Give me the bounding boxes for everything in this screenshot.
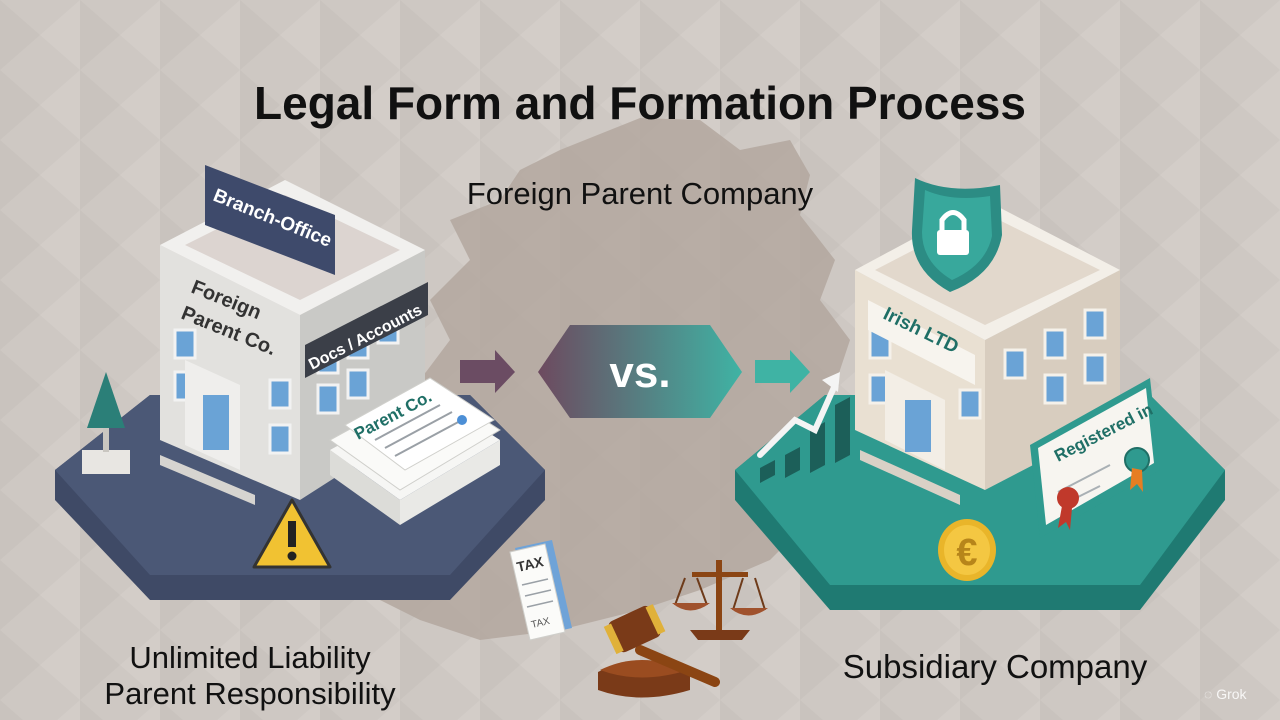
vs-label: vs. xyxy=(609,348,670,397)
watermark: ◌ Grok xyxy=(1204,686,1247,702)
warning-icon xyxy=(252,498,332,569)
branch-office-sign xyxy=(205,165,335,275)
branch-office-illustration: Branch-Office Foreign Parent Co. Docs / … xyxy=(55,165,545,600)
center-label: Foreign Parent Company xyxy=(466,176,814,211)
tree-base xyxy=(82,450,130,474)
docs-accounts-panel xyxy=(305,282,428,378)
tax-document-icon: TAX TAX xyxy=(509,540,572,641)
tax-text: TAX xyxy=(515,553,546,575)
left-arrow xyxy=(460,350,515,393)
scales-of-justice-icon xyxy=(672,560,768,640)
lock-shield-icon xyxy=(911,178,1002,292)
left-caption: Unlimited Liability Parent Responsibilit… xyxy=(60,640,440,712)
left-caption-line-1: Unlimited Liability xyxy=(129,640,371,675)
irish-ltd-panel xyxy=(868,300,975,385)
page-title: Legal Form and Formation Process xyxy=(254,77,1026,129)
right-caption: Subsidiary Company xyxy=(842,648,1148,685)
tax-text-bottom: TAX xyxy=(530,616,551,631)
growth-chart-icon xyxy=(757,372,850,483)
tree-icon xyxy=(87,372,125,428)
left-caption-line-2: Parent Responsibility xyxy=(104,676,396,711)
right-arrow xyxy=(755,350,810,393)
gavel-icon xyxy=(598,604,720,698)
watermark-icon: ◌ xyxy=(1204,686,1217,702)
svg-text:€: € xyxy=(956,532,977,574)
vs-badge: vs. xyxy=(460,325,810,418)
watermark-text: Grok xyxy=(1216,686,1247,702)
document-stack: Parent Co. xyxy=(329,377,501,525)
subsidiary-illustration: Irish LTD Registered in € xyxy=(735,178,1225,610)
euro-coin-icon: € xyxy=(938,519,996,581)
tree-trunk xyxy=(103,420,109,452)
